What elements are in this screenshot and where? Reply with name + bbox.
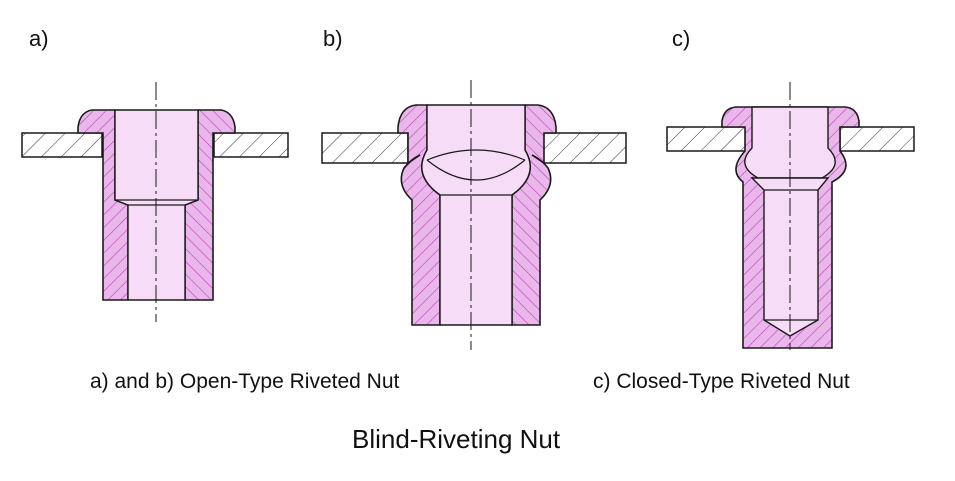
label-c: c) — [672, 26, 691, 51]
label-b: b) — [323, 26, 343, 51]
label-a: a) — [29, 26, 49, 51]
plate-b — [321, 132, 627, 164]
nut-c-diagram — [666, 82, 915, 350]
plate-a — [21, 132, 289, 158]
nut-a-diagram — [21, 82, 289, 322]
plate-c — [666, 126, 915, 152]
nut-b-diagram — [321, 80, 627, 350]
caption-closed-type: c) Closed-Type Riveted Nut — [593, 370, 850, 393]
nut-b-right-wall — [511, 104, 557, 326]
caption-open-type: a) and b) Open-Type Riveted Nut — [90, 370, 400, 393]
nut-a-left-wall — [77, 109, 129, 301]
nut-b-bore — [421, 104, 531, 326]
nut-b-left-wall — [397, 104, 441, 326]
figure-title: Blind-Riveting Nut — [352, 424, 561, 454]
nut-a-right-wall — [184, 109, 236, 301]
